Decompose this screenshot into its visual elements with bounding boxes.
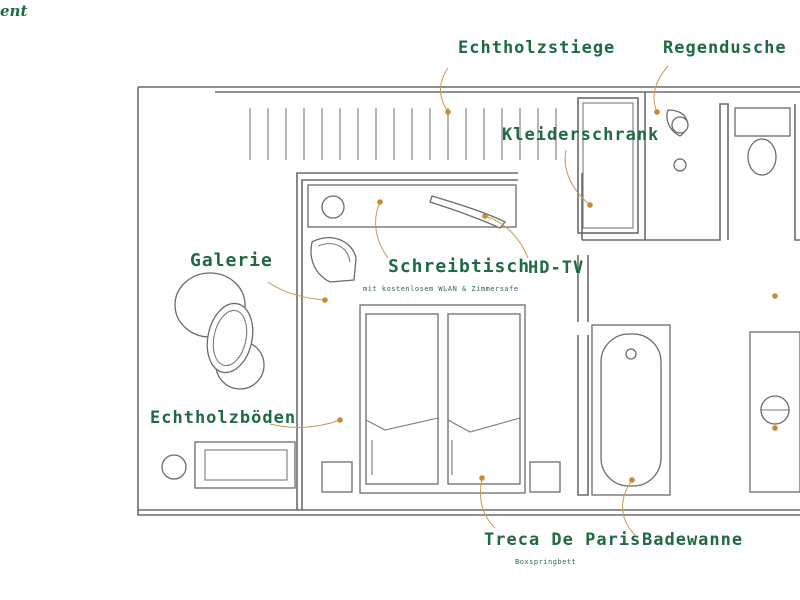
marker-treca bbox=[479, 475, 485, 481]
marker-hd-tv bbox=[482, 213, 488, 219]
label-echtholzboeden: Echtholzböden bbox=[150, 408, 297, 428]
label-kleiderschrank: Kleiderschrank bbox=[502, 125, 660, 145]
sublabel-treca: Boxspringbett bbox=[515, 558, 577, 566]
bed bbox=[321, 304, 561, 494]
label-treca: Treca De Paris bbox=[484, 530, 642, 550]
marker-echtholzstiege bbox=[445, 109, 451, 115]
marker-regendusche bbox=[654, 109, 660, 115]
marker-dots bbox=[322, 109, 778, 483]
bedroom-walls bbox=[296, 172, 589, 510]
label-hd-tv: HD-TV bbox=[528, 258, 585, 278]
wardrobe bbox=[577, 92, 646, 241]
leader-lines bbox=[267, 65, 669, 536]
label-echtholzstiege: Echtholzstiege bbox=[458, 38, 616, 58]
outer-walls bbox=[137, 86, 800, 516]
label-regendusche: Regendusche bbox=[663, 38, 787, 58]
marker-badewanne bbox=[629, 477, 635, 483]
marker-bathroom-right bbox=[772, 293, 778, 299]
marker-sink-right bbox=[772, 425, 778, 431]
gallery-furniture bbox=[161, 272, 296, 489]
sublabel-schreibtisch: mit kostenlosem WLAN & Zimmersafe bbox=[363, 285, 519, 293]
label-schreibtisch: Schreibtisch bbox=[388, 256, 531, 277]
desk-area bbox=[307, 184, 517, 283]
marker-echtholzboeden bbox=[337, 417, 343, 423]
marker-kleiderschrank bbox=[587, 202, 593, 208]
corner-text: ent bbox=[0, 2, 28, 20]
label-badewanne: Badewanne bbox=[642, 530, 744, 550]
staircase bbox=[249, 108, 557, 160]
label-galerie: Galerie bbox=[190, 250, 273, 271]
bathroom bbox=[591, 103, 800, 496]
marker-schreibtisch bbox=[377, 199, 383, 205]
marker-galerie bbox=[322, 297, 328, 303]
